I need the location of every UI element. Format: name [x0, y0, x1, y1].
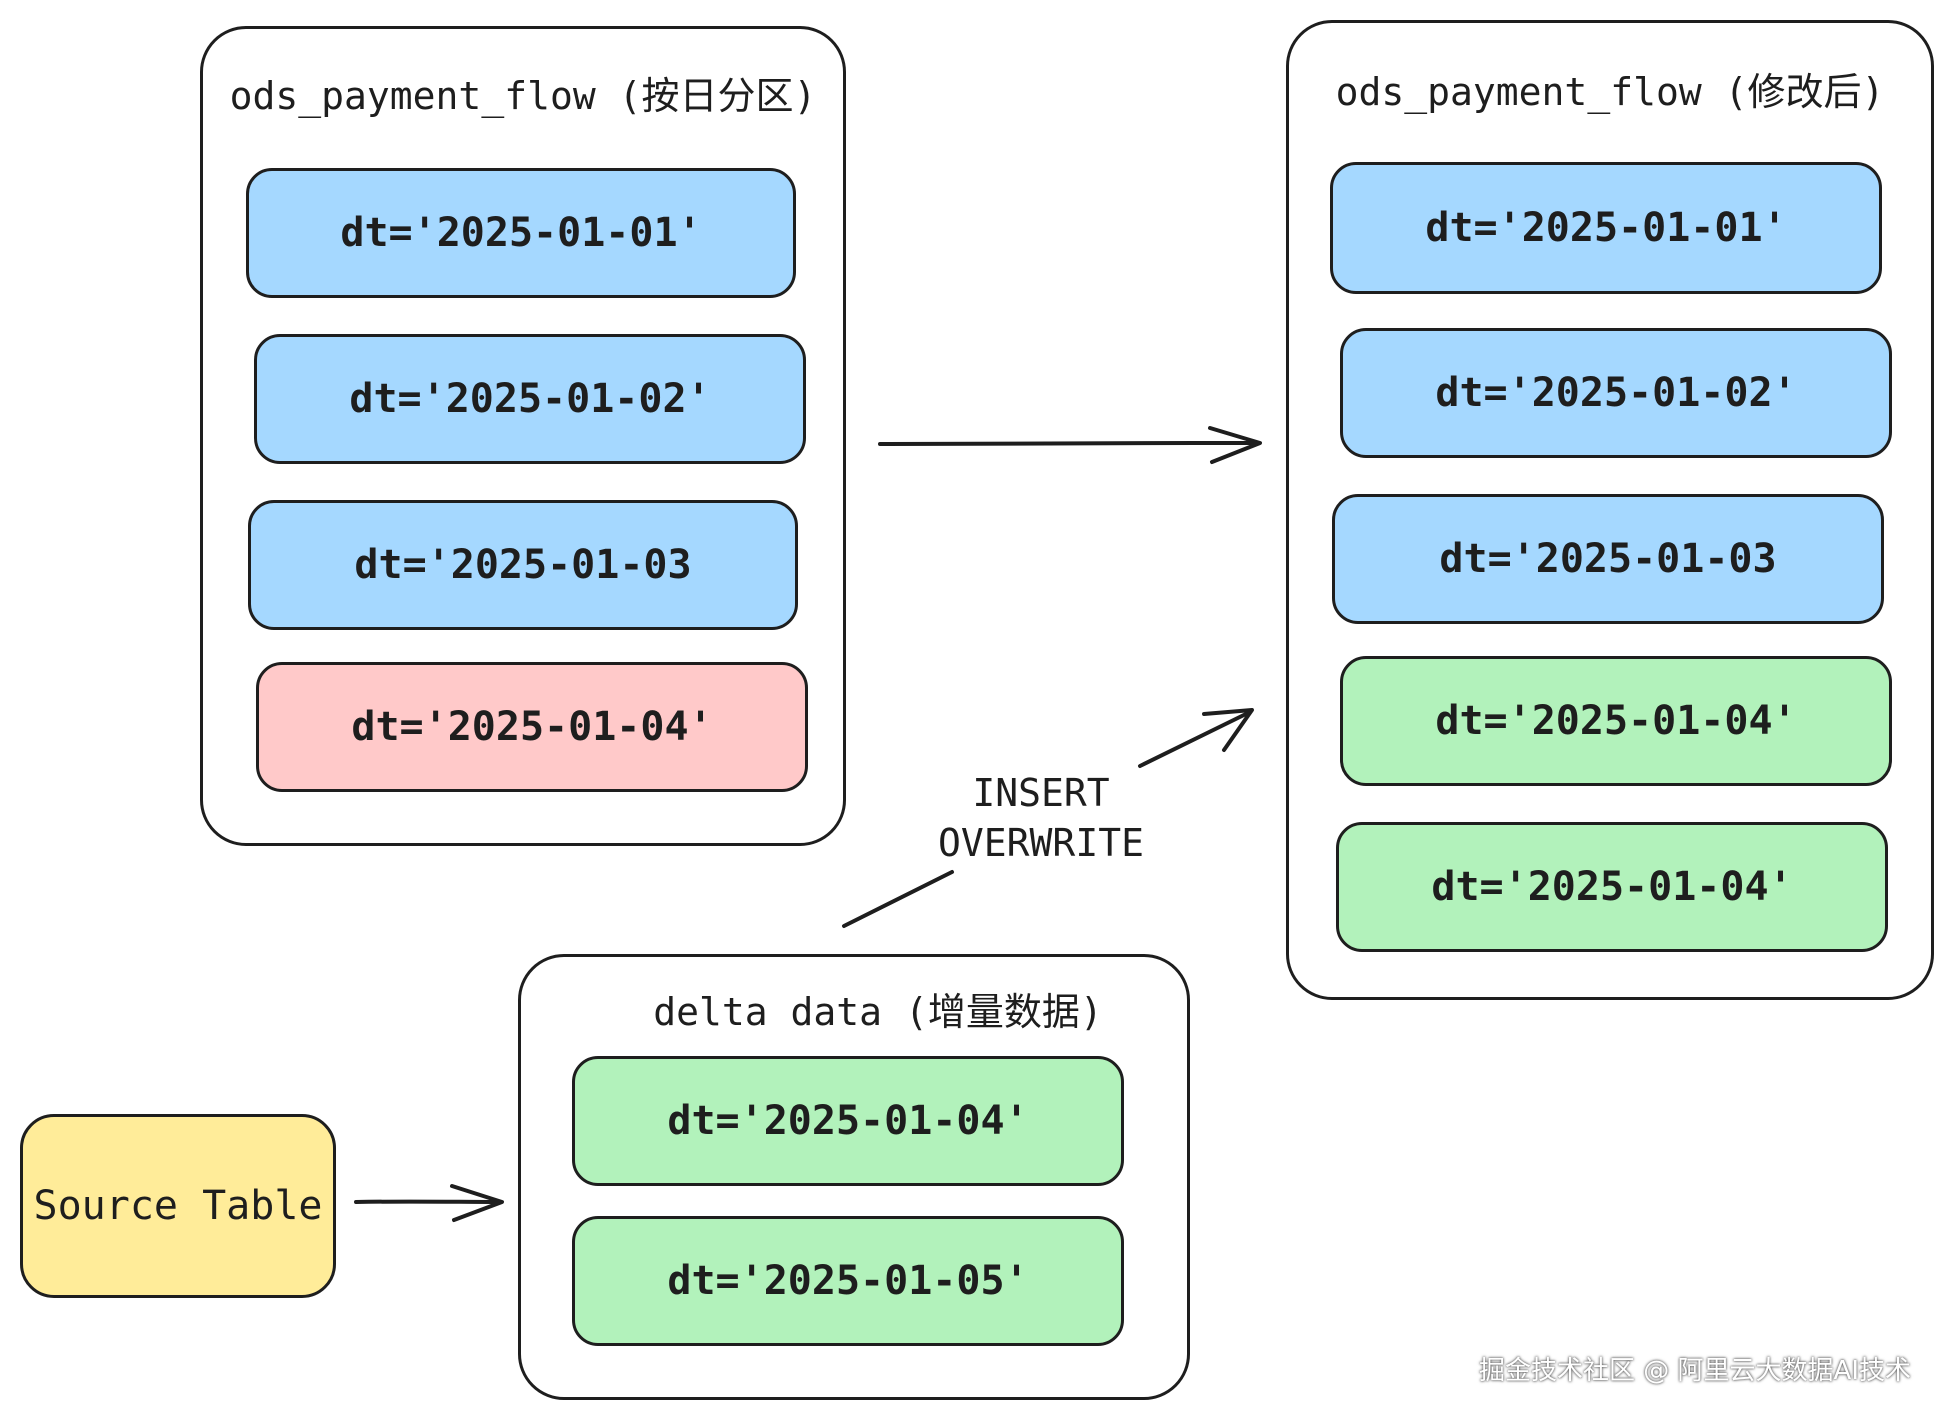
watermark-text: 掘金技术社区 @ 阿里云大数据AI技术 — [1479, 1356, 1911, 1386]
delta-partition-1: dt='2025-01-04' — [572, 1056, 1124, 1186]
insert-label-line1: INSERT — [972, 771, 1110, 815]
source-table-node: Source Table — [20, 1114, 336, 1298]
right-partition-3: dt='2025-01-03 — [1332, 494, 1884, 624]
left-partition-4: dt='2025-01-04' — [256, 662, 808, 792]
delta-table-title: delta data (增量数据) — [653, 990, 1103, 1034]
left-to-right-arrow — [878, 426, 1262, 464]
source-to-delta-arrow — [354, 1184, 504, 1222]
left-table-title: ods_payment_flow (按日分区) — [229, 74, 817, 118]
right-partition-5: dt='2025-01-04' — [1336, 822, 1888, 952]
right-partition-1: dt='2025-01-01' — [1330, 162, 1882, 294]
delta-partition-2: dt='2025-01-05' — [572, 1216, 1124, 1346]
left-partition-1: dt='2025-01-01' — [246, 168, 796, 298]
right-partition-2: dt='2025-01-02' — [1340, 328, 1892, 458]
right-table-title: ods_payment_flow (修改后) — [1335, 70, 1885, 114]
left-partition-3: dt='2025-01-03 — [248, 500, 798, 630]
left-partition-2: dt='2025-01-02' — [254, 334, 806, 464]
right-partition-4: dt='2025-01-04' — [1340, 656, 1892, 786]
insert-label-line2: OVERWRITE — [938, 821, 1144, 865]
insert-overwrite-label: INSERT OVERWRITE — [906, 768, 1176, 868]
